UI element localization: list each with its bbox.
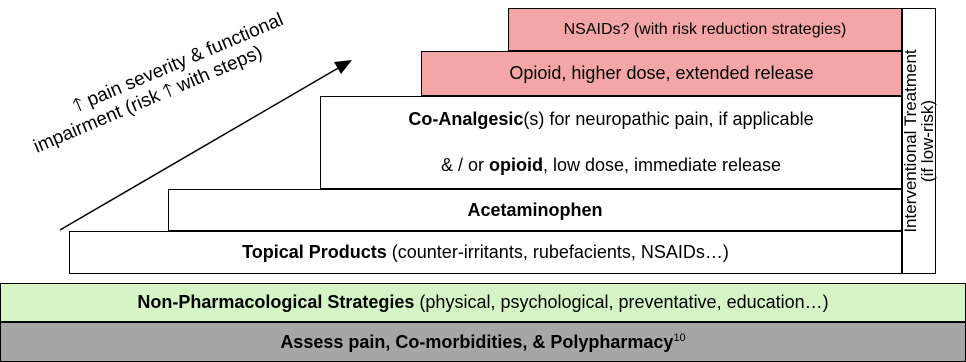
topical-rest: (counter-irritants, rubefacients, NSAIDs… (386, 242, 729, 262)
step-nsaids-label: NSAIDs? (with risk reduction strategies) (563, 20, 847, 38)
step-assess: Assess pain, Co-morbidities, & Polypharm… (0, 322, 966, 362)
step-opioid-high: Opioid, higher dose, extended release (421, 51, 902, 96)
opioid-low-line: & / or opioid, low dose, immediate relea… (441, 155, 781, 176)
step-nsaids: NSAIDs? (with risk reduction strategies) (508, 8, 902, 51)
assess-line: Assess pain, Co-morbidities, & Polypharm… (280, 332, 685, 353)
assess-superscript: 10 (673, 331, 686, 344)
coanalgesic-bold: Co-Analgesic (408, 109, 524, 130)
step-opioid-high-label: Opioid, higher dose, extended release (509, 63, 814, 83)
arrow-head (334, 60, 352, 74)
interventional-treatment-label: Interventional Treatment (if low-risk) (901, 49, 937, 233)
opioid-low-bold: opioid (488, 154, 543, 175)
interventional-treatment-box: Interventional Treatment (if low-risk) (901, 8, 937, 274)
step-coanalgesic: Co-Analgesic(s) for neuropathic pain, if… (320, 96, 902, 189)
coanalgesic-line: Co-Analgesic(s) for neuropathic pain, if… (408, 109, 813, 130)
acetaminophen-label: Acetaminophen (467, 199, 603, 220)
assess-bold: Assess pain, Co-morbidities, & Polypharm… (280, 331, 674, 352)
step-acetaminophen: Acetaminophen (168, 189, 902, 231)
nonpharm-bold: Non-Pharmacological Strategies (137, 292, 415, 312)
side-line2: (if low-risk) (918, 99, 937, 183)
coanalgesic-rest: (s) for neuropathic pain, if applicable (523, 109, 814, 130)
opioid-low-rest: , low dose, immediate release (542, 154, 782, 175)
step-topical: Topical Products (counter-irritants, rub… (69, 231, 902, 274)
opioid-low-pre: & / or (440, 154, 489, 175)
side-line1: Interventional Treatment (901, 49, 920, 233)
topical-bold: Topical Products (242, 242, 387, 262)
arrow-line (59, 66, 341, 231)
topical-line: Topical Products (counter-irritants, rub… (242, 242, 729, 263)
nonpharm-line: Non-Pharmacological Strategies (physical… (137, 292, 828, 313)
nonpharm-rest: (physical, psychological, preventative, … (414, 292, 829, 312)
step-nonpharm: Non-Pharmacological Strategies (physical… (0, 283, 966, 322)
